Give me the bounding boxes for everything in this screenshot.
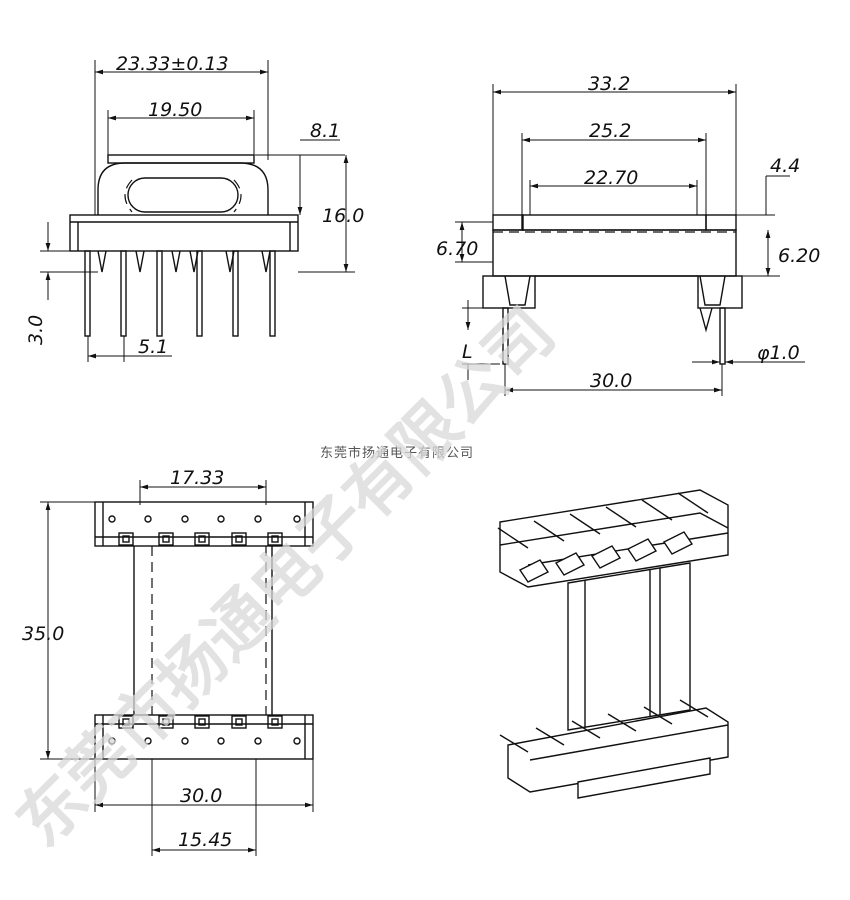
watermark-text: 东莞市扬通电子有限公司 xyxy=(2,294,570,862)
top-center-width-label: 17.33 xyxy=(170,467,224,489)
top-lower-holes xyxy=(108,715,301,745)
side-flange-width-label: 25.2 xyxy=(589,120,631,142)
top-pin-row-offset-label: 15.45 xyxy=(178,829,232,851)
front-view: 23.33±0.13 19.50 xyxy=(25,53,364,362)
front-inner-width-label: 19.50 xyxy=(148,99,202,121)
side-right-height-label: 6.20 xyxy=(778,245,820,267)
top-overall-width-label: 30.0 xyxy=(180,785,222,807)
top-upper-holes xyxy=(108,515,301,546)
front-pins xyxy=(84,250,276,337)
side-top-dim-label: 4.4 xyxy=(770,155,800,177)
iso-upper-pins xyxy=(497,492,709,583)
top-view: 17.33 xyxy=(22,467,314,856)
side-pin-label: L xyxy=(462,341,473,363)
company-caption: 东莞市扬通电子有限公司 xyxy=(320,445,474,461)
front-top-offset-label: 8.1 xyxy=(310,120,340,142)
front-height-label: 16.0 xyxy=(322,205,364,227)
side-view: 33.2 25.2 22.70 4.4 6.20 xyxy=(436,73,820,396)
front-pin-pitch-label: 5.1 xyxy=(138,336,168,358)
top-overall-length-label: 35.0 xyxy=(22,623,64,645)
side-pin-span-label: 30.0 xyxy=(590,370,632,392)
isometric-view xyxy=(497,489,729,799)
front-overall-width-label: 23.33±0.13 xyxy=(116,53,229,75)
front-pin-length-label: 3.0 xyxy=(25,315,47,345)
side-core-width-label: 22.70 xyxy=(584,167,638,189)
side-pin-diameter-label: φ1.0 xyxy=(757,342,800,364)
iso-lower-pins xyxy=(499,699,709,753)
side-left-height-label: 6.70 xyxy=(436,238,478,260)
side-overall-width-label: 33.2 xyxy=(588,73,630,95)
